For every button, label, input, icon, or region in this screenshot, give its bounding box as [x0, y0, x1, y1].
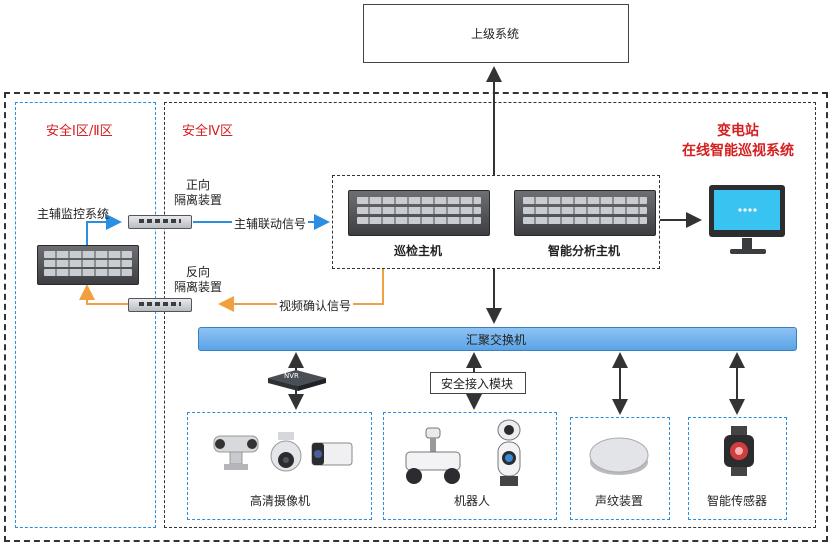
- station-title-line1: 变电站: [717, 123, 759, 139]
- analysis-host-server: [514, 190, 656, 236]
- acoustic-group: [570, 417, 670, 520]
- aggregation-switch: [198, 327, 797, 351]
- forward-isolator-device: [128, 215, 192, 229]
- ptz-camera-icon: [208, 432, 264, 476]
- zone4-boundary: [164, 102, 816, 528]
- robot-label: 机器人: [453, 494, 491, 508]
- analysis-host-label: 智能分析主机: [547, 244, 621, 258]
- acoustic-device-icon: [588, 432, 650, 482]
- forward-isolator-label-2: 隔离装置: [173, 193, 223, 207]
- video-confirm-label: 视频确认信号: [277, 297, 354, 314]
- wheeled-robot-icon: [400, 426, 466, 490]
- acoustic-label: 声纹装置: [594, 494, 644, 508]
- upper-system-label: 上级系统: [470, 27, 520, 41]
- bullet-camera-icon: [310, 440, 356, 474]
- nvr-text: NVR: [284, 372, 299, 380]
- zone1-title: 安全Ⅰ区/Ⅱ区: [46, 124, 113, 139]
- arrow-to-forward-isolator: [86, 214, 122, 245]
- smart-sensor-icon: [722, 426, 756, 480]
- sensor-group: [688, 417, 787, 520]
- reverse-isolator-label-1: 反向: [185, 265, 211, 279]
- arrow-to-main-system: [79, 284, 128, 305]
- forward-isolator-label-1: 正向: [185, 178, 211, 192]
- aggregation-switch-label: 汇聚交换机: [465, 333, 527, 347]
- humanoid-robot-icon: [492, 418, 526, 492]
- security-module-box: [430, 372, 526, 394]
- nvr-device: [266, 368, 328, 396]
- host-group-boundary: [332, 175, 660, 269]
- zone1-boundary: [15, 102, 156, 528]
- camera-label: 高清摄像机: [249, 494, 311, 508]
- sensor-label: 智能传感器: [706, 494, 768, 508]
- reverse-isolator-label-2: 隔离装置: [173, 280, 223, 294]
- reverse-isolator-device: [128, 298, 192, 312]
- main-aux-server: [37, 245, 139, 285]
- main-aux-system-label: 主辅监控系统: [37, 207, 110, 221]
- monitor-icon: [708, 184, 788, 266]
- upper-system-box: [363, 4, 629, 63]
- outer-boundary: [4, 92, 828, 542]
- linkage-signal-label: 主辅联动信号: [232, 215, 309, 232]
- dome-camera-icon: [268, 432, 304, 478]
- arrow-video-confirm: [218, 268, 384, 312]
- station-title-line2: 在线智能巡视系统: [682, 143, 794, 159]
- zone4-title: 安全Ⅳ区: [182, 124, 233, 139]
- patrol-host-label: 巡检主机: [393, 244, 443, 258]
- patrol-host-server: [348, 190, 490, 236]
- robot-group: [383, 412, 557, 520]
- camera-group: [187, 412, 372, 520]
- security-module-label: 安全接入模块: [440, 377, 514, 391]
